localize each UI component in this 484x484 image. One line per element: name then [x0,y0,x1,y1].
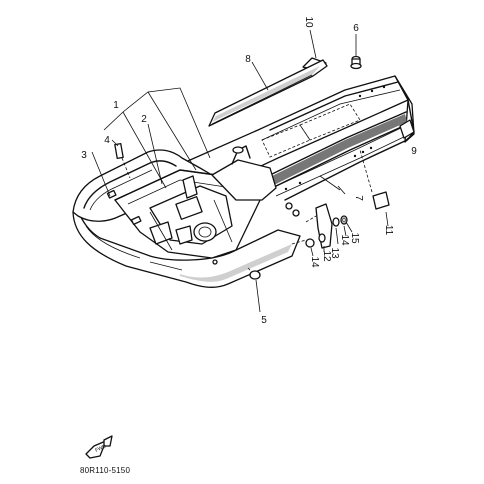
callout-15: 15 [349,232,360,244]
forward-arrow-icon: FWD [85,435,113,459]
callouts: 1 2 3 4 5 6 7 8 9 10 11 12 13 14 14 15 [81,16,417,326]
strip-part-8 [208,59,328,127]
svg-text:FWD: FWD [94,443,107,453]
callout-12: 12 [321,250,332,262]
callout-8: 8 [245,54,251,65]
callout-14a: 14 [339,234,350,246]
rivets [284,85,386,191]
part-9 [399,119,415,139]
cap-part-6 [350,55,362,70]
callout-7: 7 [353,195,364,201]
part-code-label: 80R110-5150 [80,466,131,475]
callout-4: 4 [104,135,110,146]
callout-13: 13 [329,247,340,259]
leader-lines [91,29,409,313]
grommet-part-5 [247,267,261,280]
hardware-group [291,203,348,249]
label-part-11 [359,149,390,210]
pin-part-4 [114,142,131,179]
callout-14b: 14 [309,256,320,268]
callout-3: 3 [81,150,87,161]
callout-10: 10 [303,16,314,28]
callout-11: 11 [383,225,394,236]
hull-body [72,75,415,288]
callout-6: 6 [353,23,359,34]
callout-9: 9 [411,146,417,157]
callout-5: 5 [261,315,267,326]
callout-2: 2 [141,114,147,125]
callout-1: 1 [113,100,119,111]
